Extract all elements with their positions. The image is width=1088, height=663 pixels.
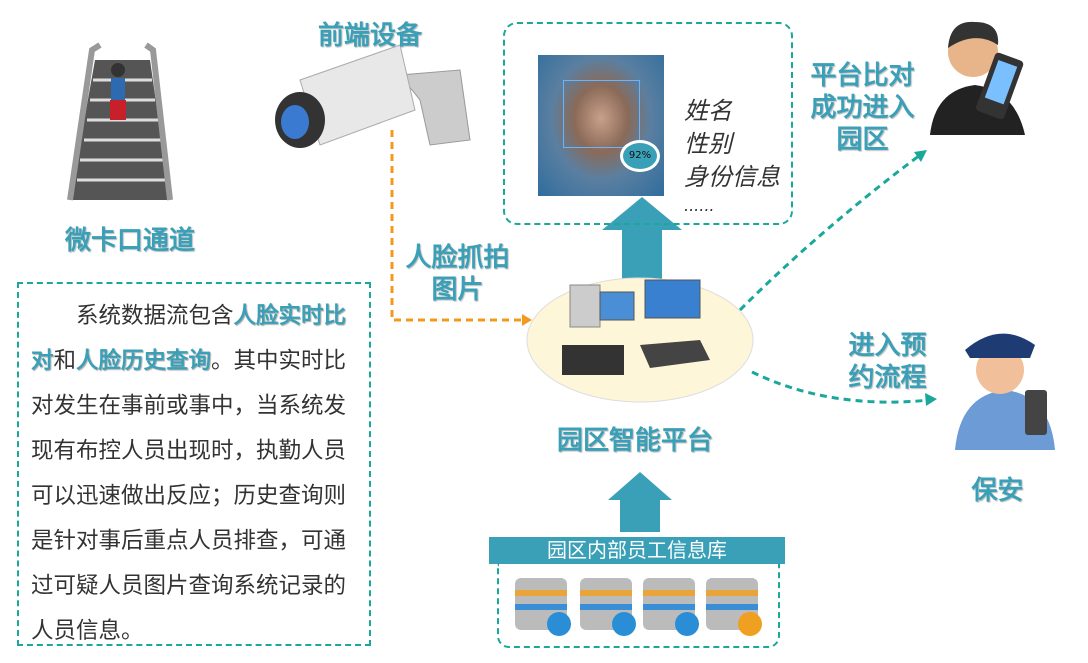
front-device-label: 前端设备 <box>317 21 422 51</box>
up-arrow-icon <box>602 197 682 282</box>
reserve-label-line: 约流程 <box>848 363 927 393</box>
identity-info: 姓名 性别 身份信息 ...... <box>684 95 780 218</box>
guard-label: 保安 <box>971 476 1024 506</box>
success-label-line: 园区 <box>836 125 889 155</box>
businessman-icon <box>930 21 1025 135</box>
database-box <box>497 564 780 648</box>
face-photo: 92% <box>538 55 664 196</box>
computer-icon <box>562 279 710 375</box>
up-arrow-icon <box>608 472 672 532</box>
success-label: 平台比对成功进入园区 <box>800 60 925 156</box>
capture-label: 人脸抓拍图片 <box>395 242 520 306</box>
security-guard-icon <box>955 333 1055 450</box>
desc-text: 系统数据流包含 <box>76 303 234 329</box>
success-label-line: 平台比对 <box>810 61 915 91</box>
success-flow-arrow <box>738 153 921 312</box>
info-id: 身份信息 <box>684 163 780 191</box>
platform-ellipse <box>526 277 754 403</box>
database-label: 园区内部员工信息库 <box>489 537 785 564</box>
reserve-label: 进入预约流程 <box>835 330 940 394</box>
face-result-box <box>503 22 793 225</box>
desc-highlight: 人脸实时比对 <box>31 303 347 374</box>
desc-highlight: 人脸历史查询 <box>76 348 212 374</box>
reserve-label-line: 进入预 <box>848 331 927 361</box>
camera-icon <box>275 44 471 148</box>
platform-label: 园区智能平台 <box>556 426 713 456</box>
channel-label: 微卡口通道 <box>64 226 195 256</box>
description-box: 系统数据流包含人脸实时比对和人脸历史查询。其中实时比对发生在事前或事中，当系统发… <box>17 282 371 646</box>
capture-flow-arrow <box>390 130 525 322</box>
success-label-line: 成功进入 <box>810 93 915 123</box>
desc-text: 和 <box>53 348 77 374</box>
database-icons <box>515 578 762 636</box>
info-gender: 性别 <box>684 130 732 158</box>
reserve-flow-arrow <box>751 370 931 404</box>
capture-label-line: 图片 <box>431 275 484 305</box>
escalator-icon <box>67 42 173 201</box>
info-more: ...... <box>684 196 715 215</box>
face-detect-box <box>563 80 640 148</box>
match-score-badge: 92% <box>620 140 660 172</box>
capture-label-line: 人脸抓拍 <box>405 243 510 273</box>
info-name: 姓名 <box>684 97 732 125</box>
desc-text: 。其中实时比对发生在事前或事中，当系统发现有布控人员出现时，执勤人员可以迅速做出… <box>31 348 347 644</box>
